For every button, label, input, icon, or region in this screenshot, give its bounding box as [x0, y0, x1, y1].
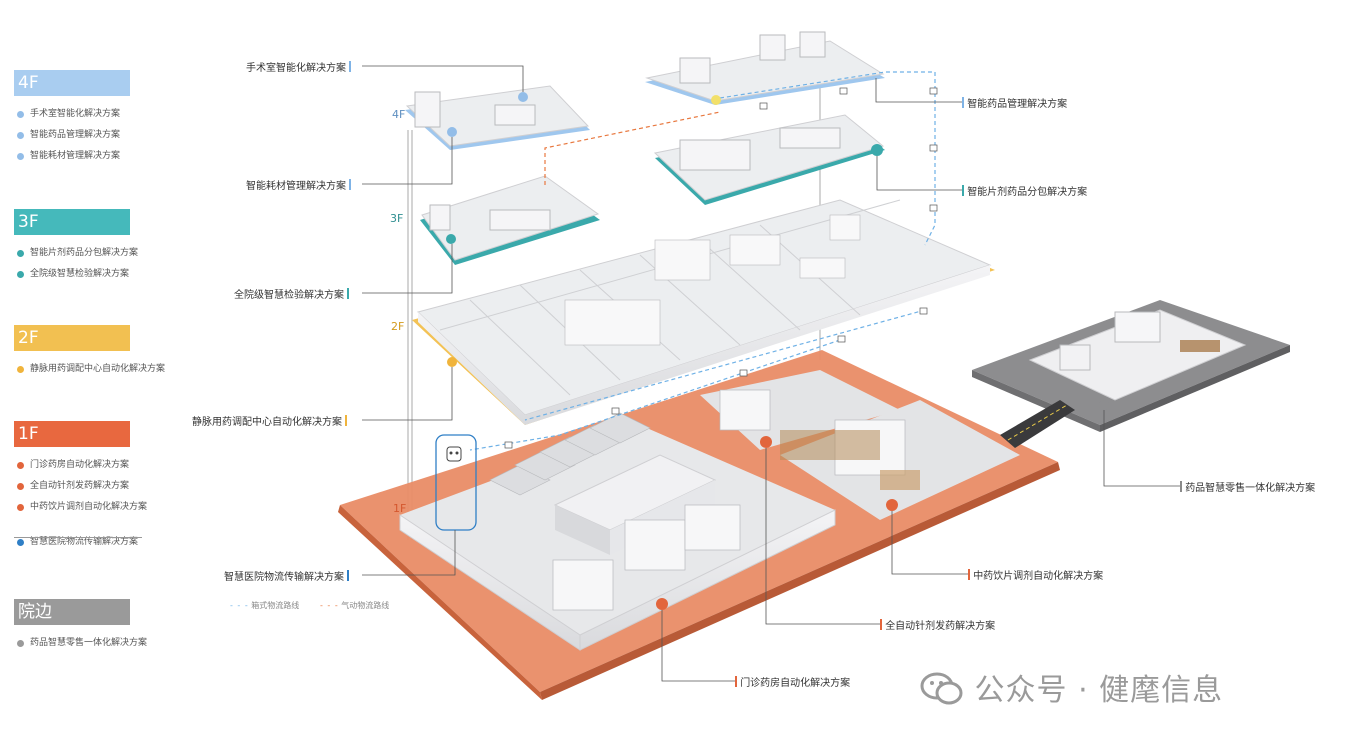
- legend-item: 门诊药房自动化解决方案: [14, 455, 130, 476]
- callout-outpatient: 门诊药房自动化解决方案: [735, 674, 850, 689]
- legend-yard: 院边 药品智慧零售一体化解决方案: [14, 599, 147, 654]
- floor-4f: 4F: [392, 31, 885, 150]
- legend-3f: 3F 智能片剂药品分包解决方案 全院级智慧检验解决方案: [14, 209, 138, 285]
- floor-label-1f: 1F: [393, 502, 406, 515]
- logistics-robot-icon: [435, 434, 477, 531]
- legend-item: 静脉用药调配中心自动化解决方案: [14, 359, 165, 380]
- floor-label-2f: 2F: [391, 320, 404, 333]
- legend-item: 智能片剂药品分包解决方案: [14, 243, 138, 264]
- floor-1f: 1F: [338, 350, 1060, 700]
- callout-iv: 静脉用药调配中心自动化解决方案: [192, 413, 348, 428]
- wechat-watermark: 公众号 · 健麾信息: [920, 665, 1223, 709]
- legend-item-logistics: 智慧医院物流传输解决方案: [14, 532, 138, 553]
- wechat-icon: [920, 672, 964, 706]
- legend-item: 中药饮片调剂自动化解决方案: [14, 497, 147, 518]
- legend-item: 手术室智能化解决方案: [14, 104, 130, 125]
- callout-tcm: 中药饮片调剂自动化解决方案: [968, 567, 1103, 582]
- callout-retail: 药品智慧零售一体化解决方案: [1180, 479, 1315, 494]
- callout-lab: 全院级智慧检验解决方案: [234, 286, 350, 301]
- callout-injection: 全自动针剂发药解决方案: [880, 617, 995, 632]
- legend-item: 药品智慧零售一体化解决方案: [14, 633, 147, 654]
- callout-consumables: 智能耗材管理解决方案: [246, 177, 352, 192]
- callout-drug-mgmt: 智能药品管理解决方案: [962, 95, 1067, 110]
- floor-tag-yard: 院边: [14, 599, 130, 625]
- hotspots: [446, 92, 1109, 610]
- route-legend-box: - - - 箱式物流路线: [230, 601, 300, 610]
- yard-retail: [972, 300, 1290, 448]
- floor-tag-2f: 2F: [14, 325, 130, 351]
- legend-4f: 4F 手术室智能化解决方案 智能药品管理解决方案 智能耗材管理解决方案: [14, 70, 130, 167]
- legend-item: 全自动针剂发药解决方案: [14, 476, 130, 497]
- pneumatic-logistics-route: [544, 111, 721, 185]
- legend-divider: [14, 537, 142, 538]
- route-markers: [504, 87, 938, 449]
- floor-2f: 2F: [391, 199, 995, 425]
- legend-1f: 1F 门诊药房自动化解决方案 全自动针剂发药解决方案 中药饮片调剂自动化解决方案…: [14, 421, 147, 553]
- floor-label-4f: 4F: [392, 108, 405, 121]
- legend-item: 智能药品管理解决方案: [14, 125, 130, 146]
- callout-tablet: 智能片剂药品分包解决方案: [962, 183, 1087, 198]
- legend-2f: 2F 静脉用药调配中心自动化解决方案: [14, 325, 165, 380]
- callout-leaders: [362, 65, 1180, 682]
- floor-3f: 3F: [390, 114, 885, 265]
- legend-item: 全院级智慧检验解决方案: [14, 264, 130, 285]
- floor-tag-4f: 4F: [14, 70, 130, 96]
- floor-label-3f: 3F: [390, 212, 403, 225]
- floor-tag-3f: 3F: [14, 209, 130, 235]
- callout-logistics: 智慧医院物流传输解决方案: [224, 568, 350, 583]
- callout-or: 手术室智能化解决方案: [246, 59, 352, 74]
- floor-tag-1f: 1F: [14, 421, 130, 447]
- legend-item: 智能耗材管理解决方案: [14, 146, 130, 167]
- route-legend-pneumatic: - - - 气动物流路线: [320, 601, 390, 610]
